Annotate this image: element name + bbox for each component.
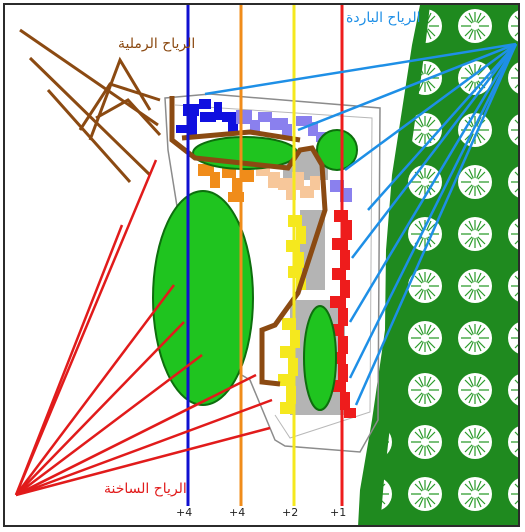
green-space-large — [152, 190, 254, 406]
site-boundary-inner — [174, 104, 373, 439]
pedestrian-path — [169, 96, 328, 387]
green-space-bottom — [303, 305, 337, 411]
forest-trees — [380, 5, 520, 527]
buildings-level-4-orange — [198, 158, 256, 202]
sand-winds-label: الرياح الرملية — [118, 36, 196, 52]
floor-label-yellow: +2 — [282, 506, 299, 519]
floor-label-blue: +4 — [176, 506, 193, 519]
floor-label-orange: +4 — [229, 506, 246, 519]
cold-winds-label: الرياح الباردة — [346, 10, 421, 26]
hot-wind-lines — [14, 159, 273, 497]
cold-wind-lines — [204, 42, 518, 406]
hot-winds-label: الرياح الساخنة — [104, 481, 187, 497]
sand-wind-lines — [19, 28, 162, 183]
floor-label-red: +1 — [330, 506, 347, 519]
green-space-small — [316, 129, 358, 171]
diagram-border — [3, 3, 520, 527]
green-spaces — [152, 129, 358, 411]
